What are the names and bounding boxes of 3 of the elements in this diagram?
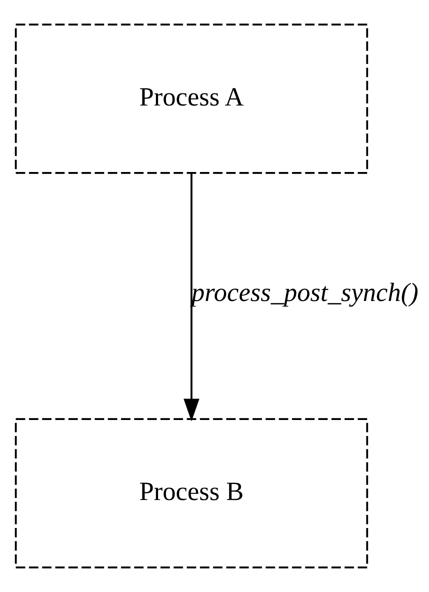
arrow bbox=[184, 173, 200, 422]
node-box: Process B bbox=[14, 418, 368, 568]
node-box: Process A bbox=[14, 24, 368, 174]
